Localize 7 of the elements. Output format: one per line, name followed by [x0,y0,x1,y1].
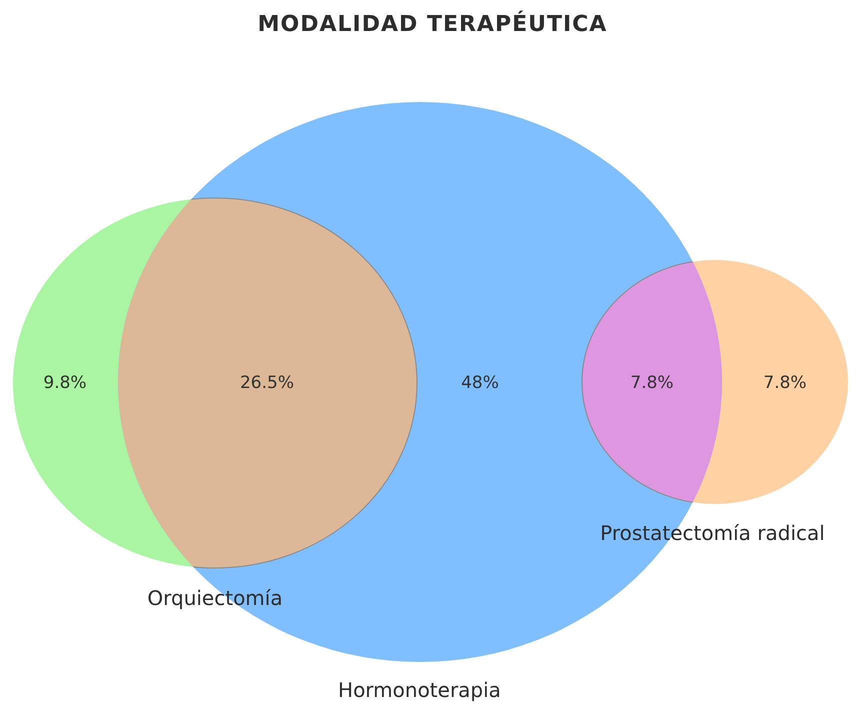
region-value: 48% [461,373,499,393]
region-value: 7.8% [630,373,674,393]
region-value: 9.8% [43,373,87,393]
region-value: 7.8% [763,373,807,393]
set-label: Hormonoterapia [337,678,502,702]
chart-title: MODALIDAD TERAPÉUTICA [256,12,608,37]
region-value: 26.5% [240,373,294,393]
